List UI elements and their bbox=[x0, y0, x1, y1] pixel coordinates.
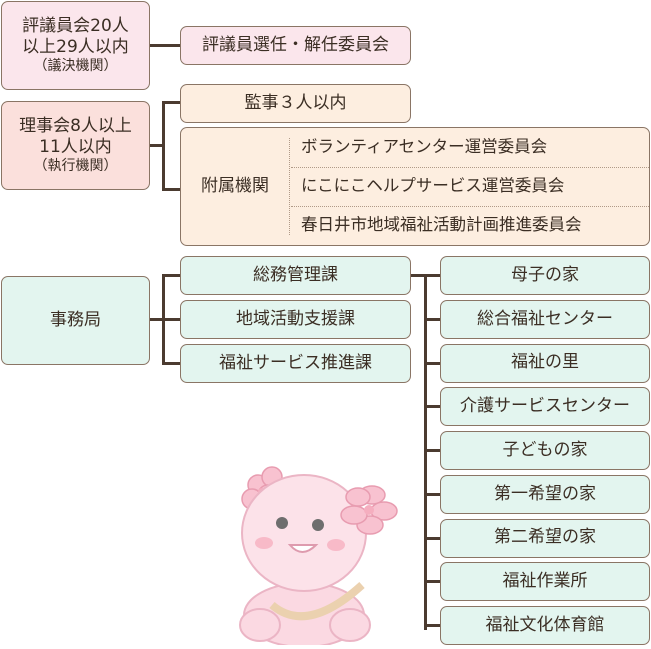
council-name-2: 以上29人以内 bbox=[22, 36, 129, 57]
connector-facility bbox=[424, 317, 440, 321]
connector-section-2 bbox=[162, 318, 180, 321]
auditor-box: 監事３人以内 bbox=[180, 84, 411, 123]
connector-facility bbox=[424, 449, 440, 452]
affiliated-divider-1 bbox=[291, 167, 649, 168]
facility-label: 介護サービスセンター bbox=[460, 396, 630, 417]
connector-facility bbox=[424, 405, 440, 409]
facility-box: 福祉文化体育館 bbox=[440, 606, 650, 645]
section-welfare-service: 福祉サービス推進課 bbox=[180, 344, 411, 383]
facility-box: 介護サービスセンター bbox=[440, 387, 650, 427]
connector-affiliated bbox=[162, 188, 180, 191]
connector-secretariat-stub bbox=[150, 318, 164, 321]
connector-council-committee bbox=[150, 44, 180, 47]
facility-label: 子どもの家 bbox=[502, 439, 588, 460]
facility-label: 福祉作業所 bbox=[502, 571, 588, 592]
connector-facility bbox=[424, 536, 440, 540]
section-label: 福祉サービス推進課 bbox=[219, 352, 372, 373]
facility-box: 母子の家 bbox=[440, 256, 650, 295]
connector-facility bbox=[424, 492, 440, 496]
affiliated-separator bbox=[289, 138, 290, 235]
affiliated-item-volunteer: ボランティアセンター運営委員会 bbox=[301, 137, 548, 157]
section-label: 総務管理課 bbox=[253, 264, 338, 285]
section-label: 地域活動支援課 bbox=[236, 308, 355, 329]
board-name: 理事会8人以上 bbox=[19, 115, 132, 136]
board-name-2: 11人以内 bbox=[39, 136, 112, 157]
section-community-support: 地域活動支援課 bbox=[180, 300, 411, 339]
council-name: 評議員会20人 bbox=[22, 15, 129, 36]
facility-label: 母子の家 bbox=[511, 264, 579, 285]
connector-facility bbox=[424, 580, 440, 584]
board-box: 理事会8人以上 11人以内 （執行機関） bbox=[1, 101, 150, 190]
connector-section-1 bbox=[162, 274, 180, 277]
secretariat-label: 事務局 bbox=[50, 309, 101, 330]
council-role: （議決機関） bbox=[33, 58, 118, 74]
affiliated-item-help-service: にこにこヘルプサービス運営委員会 bbox=[301, 176, 565, 196]
connector-facilities-vertical bbox=[424, 274, 427, 630]
secretariat-box: 事務局 bbox=[1, 276, 150, 365]
section-general-affairs: 総務管理課 bbox=[180, 256, 411, 295]
connector-section-3 bbox=[162, 362, 180, 365]
facility-box: 第一希望の家 bbox=[440, 474, 650, 514]
facility-label: 福祉文化体育館 bbox=[485, 614, 605, 635]
connector-auditor bbox=[162, 101, 180, 104]
facility-box: 子どもの家 bbox=[440, 431, 650, 470]
facility-label: 総合福祉センター bbox=[477, 308, 613, 329]
board-role: （執行機関） bbox=[33, 158, 118, 174]
council-box: 評議員会20人 以上29人以内 （議決機関） bbox=[1, 1, 150, 90]
affiliated-box: 附属機関 ボランティアセンター運営委員会 にこにこヘルプサービス運営委員会 春日… bbox=[180, 127, 650, 246]
connector-facility bbox=[424, 274, 440, 277]
facility-label: 第二希望の家 bbox=[494, 527, 596, 548]
facility-label: 第一希望の家 bbox=[494, 483, 596, 504]
facility-label: 福祉の里 bbox=[511, 352, 579, 373]
affiliated-item-welfare-plan: 春日井市地域福祉活動計画推進委員会 bbox=[301, 215, 582, 235]
connector-facility bbox=[424, 624, 440, 627]
flower-right-icon bbox=[340, 485, 398, 535]
council-committee-box: 評議員選任・解任委員会 bbox=[180, 26, 411, 65]
connector-facility bbox=[424, 361, 440, 365]
facility-box: 福祉作業所 bbox=[440, 562, 650, 602]
facility-box: 福祉の里 bbox=[440, 343, 650, 383]
auditor-label: 監事３人以内 bbox=[244, 92, 347, 113]
connector-board-stub bbox=[150, 144, 164, 147]
affiliated-label: 附属機関 bbox=[201, 175, 269, 196]
mascot-character bbox=[239, 466, 398, 645]
affiliated-divider-2 bbox=[291, 206, 649, 207]
facility-box: 総合福祉センター bbox=[440, 299, 650, 339]
facility-box: 第二希望の家 bbox=[440, 518, 650, 558]
council-committee-label: 評議員選任・解任委員会 bbox=[202, 34, 389, 55]
